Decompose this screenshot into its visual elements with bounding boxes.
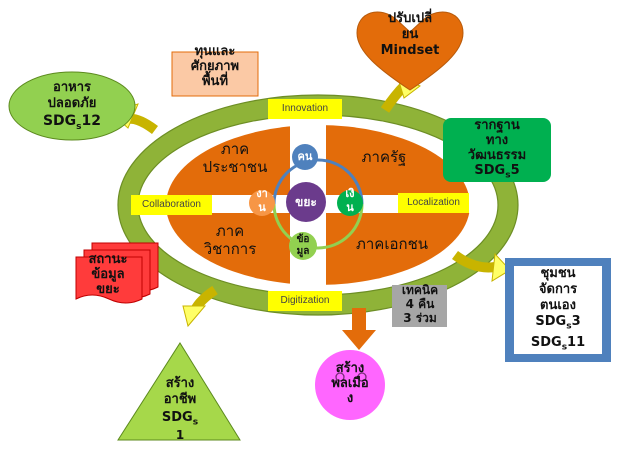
center-money-label: เงิ น — [345, 187, 355, 214]
cycle-arrow-right-bottom — [317, 203, 364, 250]
circle-waste-center — [286, 182, 326, 222]
circle-data — [289, 232, 317, 260]
wave-document-stack-icon — [75, 242, 159, 304]
capital-label: ทุนและ ศักยภาพ พื้นที่ — [190, 44, 240, 89]
community-sdg-a: SDG — [535, 314, 567, 329]
quadrant-academic: ภาค วิชาการ — [203, 222, 257, 258]
community-line-1: ชุมชน — [540, 266, 576, 281]
community-sdg-a-sub: s — [566, 321, 572, 332]
circle-work — [249, 190, 275, 216]
food-sdg-num: 12 — [81, 113, 102, 129]
arrow-head-career — [182, 305, 207, 328]
circle-people — [292, 144, 318, 170]
smiley-icon-eye-left — [335, 372, 345, 382]
community-sdg-b-num: 11 — [567, 334, 586, 350]
career-sdg-sub: s — [192, 417, 199, 428]
culture-sdg: SDG — [474, 163, 506, 178]
career-triangle — [117, 342, 241, 441]
culture-sdg-line: SDGs5 — [443, 163, 551, 184]
arrow-head-community — [491, 252, 511, 282]
center-work-label: งา น — [256, 187, 268, 214]
technique-line-3: 3 ร่วม — [403, 311, 437, 325]
arrow-to-community — [452, 250, 496, 273]
community-sdg-b-line: SDGs11 — [514, 335, 602, 356]
career-sdg-line: SDGs — [140, 410, 220, 431]
community-sdg-b: SDG — [530, 334, 562, 350]
center-data-label: ข้อ มูล — [296, 234, 310, 257]
community-line-2: จัดการ — [538, 282, 578, 297]
down-arrow-icon — [342, 308, 376, 350]
technique-line-1: เทคนิค — [401, 283, 439, 297]
food-oval — [8, 71, 136, 141]
culture-label: รากฐาน ทาง วัฒนธรรม — [467, 118, 527, 163]
outer-ring-edge — [117, 94, 519, 316]
center-people-label: คน — [297, 150, 313, 163]
community-sdg-a-num: 3 — [571, 314, 581, 329]
career-sdg: SDG — [161, 410, 193, 425]
community-box-inner — [514, 266, 602, 354]
smiley-icon-eye-right — [357, 372, 367, 382]
tag-digitization: Digitization — [268, 291, 342, 311]
quadrant-government: ภาครัฐ — [361, 148, 407, 166]
community-line-3: ตนเอง — [540, 298, 576, 313]
capital-box — [171, 51, 259, 97]
waste-info-label: สถานะ ข้อมูล ขยะ — [88, 252, 128, 297]
culture-box — [443, 118, 551, 182]
culture-sdg-sub: s — [505, 170, 511, 181]
tag-localization: Localization — [398, 193, 469, 213]
community-sdg-a-line: SDGs3 — [514, 314, 602, 335]
empower-circle — [315, 350, 385, 420]
cycle-arrow-top-right — [317, 158, 364, 205]
mindset-label: ปรับเปลี่ ยน Mindset — [380, 11, 440, 58]
empower-label: สร้าง พลเมือ ง — [331, 361, 369, 406]
career-label: สร้าง อาชีพ — [163, 376, 197, 407]
food-sdg: SDG — [42, 113, 77, 129]
quadrant-private: ภาคเอกชน — [356, 235, 428, 253]
tag-innovation: Innovation — [268, 99, 342, 119]
technique-label: เทคนิค 4 คืน 3 ร่วม — [388, 283, 452, 325]
food-sdg-sub: s — [76, 121, 82, 132]
quadrant-people: ภาค ประชาชน — [202, 140, 268, 176]
community-sdg-b-sub: s — [561, 342, 568, 353]
technique-line-2: 4 คืน — [405, 297, 435, 311]
career-sdg-num: 1 — [175, 428, 185, 442]
circle-money — [337, 190, 363, 216]
center-waste-label: ขยะ — [295, 195, 317, 209]
food-label: อาหาร ปลอดภัย — [47, 80, 97, 111]
heart-shape — [356, 11, 464, 91]
community-label: ชุมชน จัดการ ตนเอง SDGs3 SDGs11 — [514, 266, 602, 355]
technique-box — [392, 285, 447, 327]
tag-collaboration: Collaboration — [131, 195, 212, 215]
food-sdg-line: SDGs12 — [22, 113, 122, 136]
culture-sdg-num: 5 — [510, 163, 520, 178]
